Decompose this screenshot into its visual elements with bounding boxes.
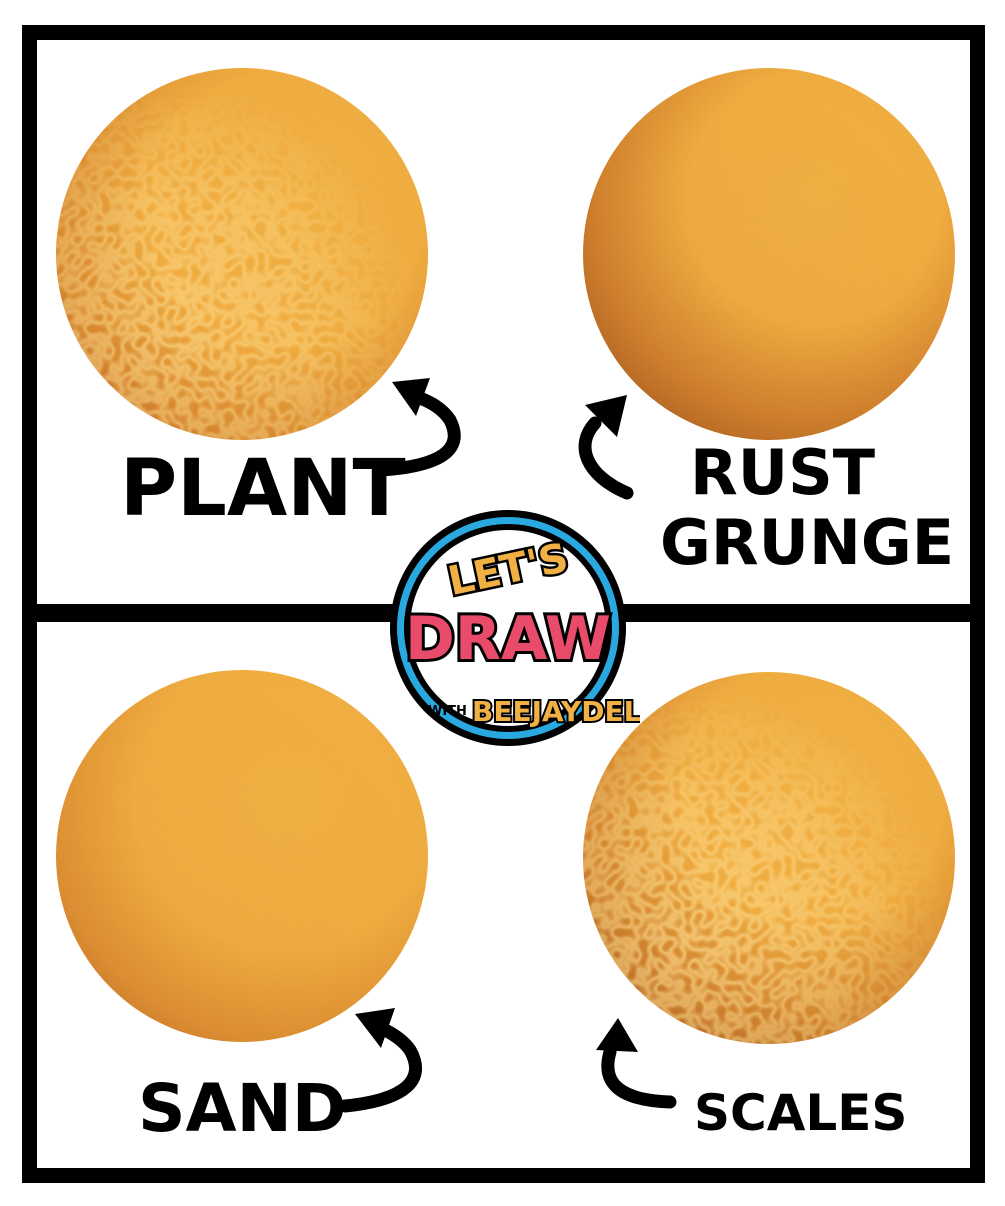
curved-arrow-icon bbox=[596, 1018, 677, 1109]
svg-text:WITH: WITH bbox=[428, 704, 467, 719]
svg-text:DRAW: DRAW bbox=[405, 604, 611, 674]
curved-arrow-icon bbox=[578, 395, 634, 500]
plant-texture-sphere bbox=[56, 68, 428, 440]
lets-draw-logo: LET'S DRAW WITH BEEJAYDEL bbox=[380, 503, 644, 753]
svg-text:BEEJAYDEL: BEEJAYDEL bbox=[472, 695, 640, 728]
rust-grunge-texture-sphere bbox=[583, 68, 955, 440]
curved-arrow-icon bbox=[375, 378, 461, 477]
scales-label: SCALES bbox=[694, 1084, 908, 1142]
grunge-label: GRUNGE bbox=[660, 506, 955, 579]
sand-label: SAND bbox=[138, 1070, 347, 1147]
rust-label: RUST bbox=[690, 436, 876, 509]
curved-arrow-icon bbox=[338, 1008, 422, 1113]
scales-texture-sphere bbox=[583, 672, 955, 1044]
sand-texture-sphere bbox=[56, 670, 428, 1042]
plant-label: PLANT bbox=[120, 444, 406, 534]
